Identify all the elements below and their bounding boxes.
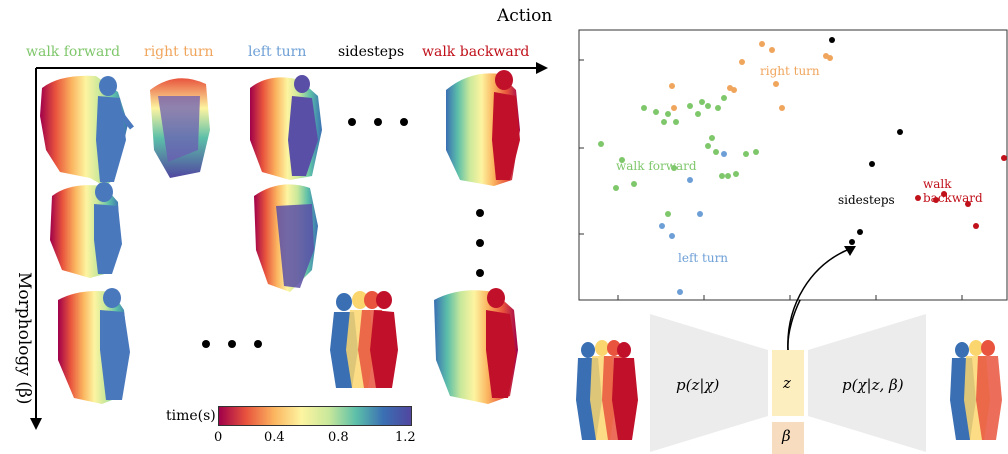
action-label-walk-backward: walk backward	[422, 44, 530, 60]
scatter-point	[661, 119, 667, 125]
scatter-point	[753, 149, 759, 155]
scatter-point	[613, 185, 619, 191]
scatter-point	[779, 105, 785, 111]
colorbar-tick-0: 0	[214, 430, 223, 445]
ellipsis-vertical-col5	[476, 202, 484, 281]
scatter-point	[705, 143, 711, 149]
scatter-point	[725, 173, 731, 179]
scatter-point	[897, 129, 903, 135]
latent-z-box	[772, 350, 804, 416]
decoder-label: p(χ|z, β)	[842, 376, 904, 394]
action-axis-title: Action	[497, 6, 553, 26]
figure-walk-backward-row1	[446, 70, 520, 186]
figure-walk-forward-row1	[40, 75, 134, 186]
scatter-point	[773, 81, 779, 87]
scatter-point	[713, 149, 719, 155]
scatter-point	[665, 211, 671, 217]
colorbar	[218, 406, 412, 426]
scatter-point	[669, 233, 675, 239]
morphology-axis-arrowhead	[30, 418, 42, 430]
input-motion-figure	[576, 340, 638, 440]
morphology-beta-label: β	[782, 427, 791, 445]
figure-right-turn-row1	[150, 78, 210, 178]
scatter-point	[705, 103, 711, 109]
output-motion-figure	[950, 340, 1002, 440]
scatter-point	[677, 289, 683, 295]
scatter-point	[598, 141, 604, 147]
action-label-walk-forward: walk forward	[26, 44, 121, 60]
scatter-point	[829, 37, 835, 43]
latent-arrow-upper	[787, 246, 856, 351]
scatter-point	[687, 177, 693, 183]
scatter-point	[653, 109, 659, 115]
encoder-block	[650, 314, 768, 452]
scatter-point	[699, 99, 705, 105]
cluster-label-walk-forward: walk forward	[616, 159, 697, 173]
scatter-point	[933, 197, 939, 203]
scatter-points	[598, 37, 1007, 295]
scatter-point	[669, 83, 675, 89]
cluster-label-sidesteps: sidesteps	[838, 193, 895, 207]
colorbar-tick-1: 0.4	[264, 430, 285, 445]
scatter-point	[671, 105, 677, 111]
scatter-point	[659, 223, 665, 229]
scatter-point	[709, 135, 715, 141]
scatter-point	[973, 223, 979, 229]
figure-left-turn-row1	[250, 75, 322, 180]
axes-arrows	[30, 62, 548, 430]
ellipsis-horizontal-row3	[202, 333, 262, 352]
scatter-point	[695, 111, 701, 117]
scatter-point	[915, 195, 921, 201]
scatter-point	[941, 191, 947, 197]
figure-left-turn-row2	[254, 184, 318, 292]
model-diagram	[576, 300, 1002, 454]
action-axis-arrowhead	[536, 62, 548, 74]
latent-scatter-plot	[578, 29, 1008, 301]
scatter-point	[697, 211, 703, 217]
ellipsis-horizontal-row1	[348, 111, 408, 130]
scatter-point	[733, 171, 739, 177]
scatter-point	[731, 87, 737, 93]
latent-z-label: z	[783, 374, 791, 392]
cluster-label-right-turn: right turn	[760, 64, 820, 78]
cluster-label-walk-backward: walk backward	[923, 177, 983, 205]
scatter-point	[641, 105, 647, 111]
figure-walk-forward-row2	[50, 182, 122, 278]
scatter-point	[857, 229, 863, 235]
scatter-point	[1001, 155, 1007, 161]
scatter-point	[687, 103, 693, 109]
motion-figures-grid	[40, 70, 520, 404]
cluster-label-left-turn: left turn	[678, 251, 729, 265]
scatter-point	[665, 111, 671, 117]
scatter-point	[719, 173, 725, 179]
action-label-left-turn: left turn	[248, 44, 307, 60]
scatter-point	[721, 95, 727, 101]
morphology-beta-box	[772, 422, 804, 454]
colorbar-tick-3: 1.2	[395, 430, 416, 445]
scatter-point	[869, 161, 875, 167]
scatter-point	[849, 239, 855, 245]
scatter-point	[631, 181, 637, 187]
figure-walk-backward-row3	[434, 288, 518, 404]
scatter-point	[827, 55, 833, 61]
scatter-point	[965, 201, 971, 207]
scatter-point	[671, 165, 677, 171]
scatter-point	[759, 41, 765, 47]
scatter-point	[673, 119, 679, 125]
scatter-point	[743, 151, 749, 157]
action-label-right-turn: right turn	[144, 44, 214, 60]
colorbar-tick-2: 0.8	[328, 430, 349, 445]
scatter-point	[769, 47, 775, 53]
decoder-block	[808, 314, 926, 452]
figure-walk-forward-row3	[58, 288, 130, 404]
colorbar-title: time(s)	[166, 408, 216, 424]
scatter-point	[721, 151, 727, 157]
encoder-label: p(z|χ)	[676, 376, 720, 394]
scatter-point	[739, 59, 745, 65]
scatter-point	[619, 157, 625, 163]
action-label-sidesteps: sidesteps	[338, 44, 405, 60]
scatter-point	[715, 105, 721, 111]
figure-sidesteps-row3	[330, 291, 398, 388]
